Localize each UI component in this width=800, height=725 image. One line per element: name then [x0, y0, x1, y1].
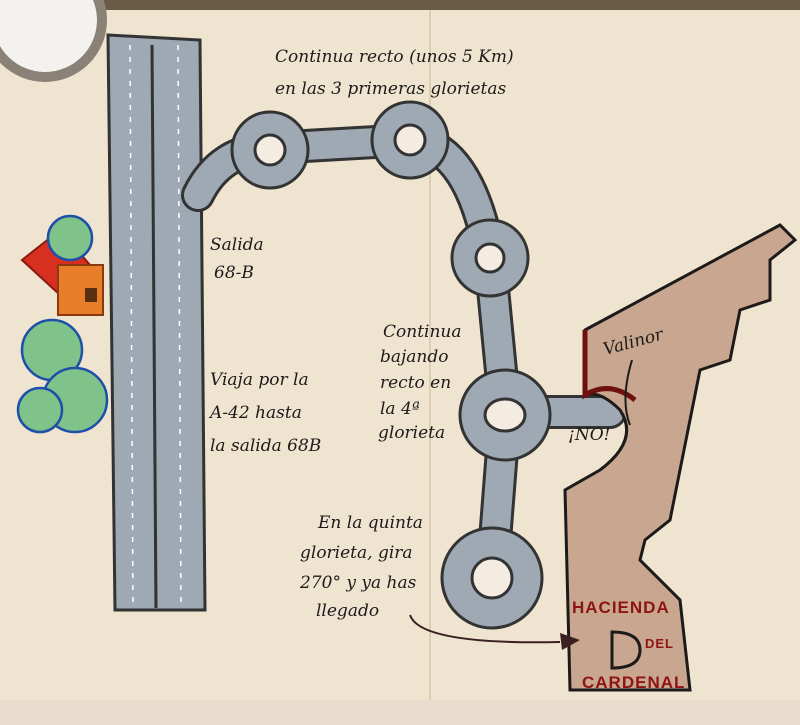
- cliff-valinor: [563, 223, 798, 692]
- roundabout-1: [230, 110, 310, 190]
- roundabout-3: [450, 218, 530, 298]
- destination-label: HACIENDA DEL CARDENAL: [572, 598, 685, 692]
- arrow-head: [560, 633, 580, 650]
- arrow-to-hacienda: [409, 614, 561, 644]
- roundabout-5: [440, 526, 544, 630]
- note-highway: Viaja por la A-42 hasta la salida 68B: [208, 370, 321, 456]
- bottom-papers: [0, 700, 800, 725]
- roundabouts: [230, 100, 552, 630]
- roundabout-4: [458, 368, 552, 462]
- gate-icon: [610, 630, 642, 670]
- note-fifth-roundabout: En la quinta glorieta, gira 270° y ya ha…: [299, 513, 428, 621]
- note-fourth-roundabout: Continua bajando recto en la 4ª glorieta: [378, 322, 467, 443]
- note-no: ¡NO!: [568, 425, 610, 445]
- note-top: Continua recto (unos 5 Km) en las 3 prim…: [275, 47, 519, 99]
- tree-icon: [16, 214, 109, 434]
- roundabout-2: [370, 100, 450, 180]
- note-exit: Salida 68-B: [210, 235, 269, 283]
- highway-a42: [106, 33, 207, 612]
- pocket-watch-icon: [0, 0, 107, 82]
- arrow-to-valinor: [624, 359, 633, 426]
